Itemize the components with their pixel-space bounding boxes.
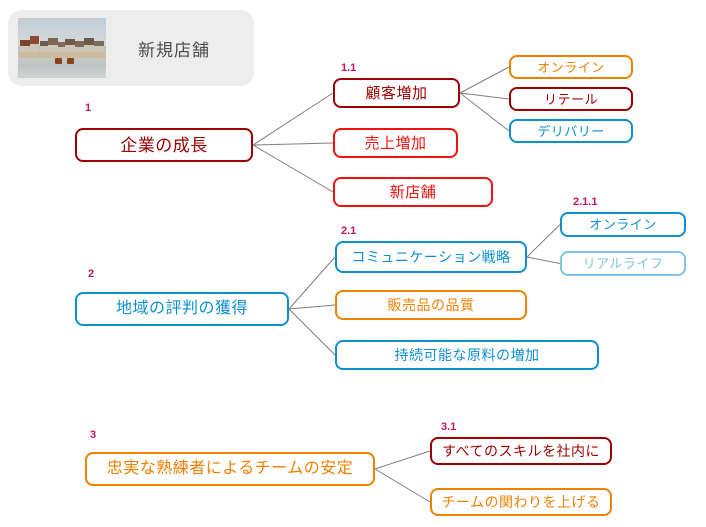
thumb-house: [75, 41, 84, 54]
edge-n1-to-n1-3: [252, 144, 334, 193]
header-thumbnail-image: [18, 18, 106, 78]
edge-n1-1-to-n1-1-2: [459, 92, 510, 100]
edge-n2-to-n2-2: [288, 304, 336, 310]
node-n2-1-2[interactable]: リアルライフ: [560, 251, 686, 276]
edge-n1-1-to-n1-1-1: [459, 66, 510, 94]
edge-n3-to-n3-2: [374, 468, 431, 503]
node-n1-1-1[interactable]: オンライン: [509, 55, 633, 79]
node-label: チームの関わりを上げる: [441, 494, 601, 510]
node-number-n1: 1: [85, 102, 92, 114]
thumb-house: [47, 38, 58, 54]
thumb-water: [18, 58, 106, 78]
edge-n2-1-to-n2-1-2: [526, 256, 561, 264]
node-n3-1[interactable]: すべてのスキルを社内に: [430, 437, 612, 465]
node-number-n3: 3: [90, 429, 97, 441]
edge-n2-1-to-n2-1-1: [526, 224, 561, 258]
thumb-house: [30, 36, 40, 54]
edge-n1-to-n1-1: [252, 92, 334, 146]
node-label: 顧客増加: [365, 84, 428, 102]
node-label: 新店舗: [389, 183, 437, 201]
node-number-n2-1: 2.1: [341, 225, 357, 237]
node-number-n1-1: 1.1: [341, 62, 357, 74]
thumb-roof: [47, 38, 58, 45]
node-label: オンライン: [537, 59, 605, 75]
node-n1-1[interactable]: 顧客増加: [333, 78, 460, 108]
node-n1-2[interactable]: 売上増加: [333, 128, 458, 158]
node-label: オンライン: [589, 217, 657, 232]
thumb-townhouses: [18, 34, 106, 54]
node-label: リアルライフ: [582, 256, 664, 271]
node-number-n3-1: 3.1: [441, 421, 457, 433]
node-n2-3[interactable]: 持続可能な原料の増加: [335, 340, 599, 370]
node-n2-1[interactable]: コミュニケーション戦略: [335, 241, 527, 273]
node-label: 売上増加: [364, 134, 427, 152]
thumb-roof: [75, 41, 84, 47]
thumb-house: [84, 37, 94, 54]
node-n1-1-3[interactable]: デリバリー: [509, 119, 633, 143]
header-title: 新規店舗: [138, 40, 210, 60]
node-number-n2: 2: [88, 268, 95, 280]
node-label: 企業の成長: [120, 135, 208, 155]
edge-n3-to-n3-1: [374, 450, 431, 470]
node-number-n2-1-1: 2.1.1: [573, 196, 598, 208]
edge-n1-to-n1-2: [252, 142, 334, 146]
thumb-roof: [30, 36, 40, 44]
node-label: 持続可能な原料の増加: [394, 347, 540, 363]
thumb-house: [93, 40, 105, 54]
thumb-house: [40, 40, 48, 54]
node-label: 忠実な熟練者によるチームの安定: [106, 460, 354, 477]
header-card[interactable]: 新規店舗: [8, 10, 254, 86]
node-label: リテール: [543, 91, 598, 107]
node-label: 地域の評判の獲得: [115, 300, 248, 317]
thumb-horse-right: [67, 57, 75, 64]
node-n1-1-2[interactable]: リテール: [509, 87, 633, 111]
edge-n1-1-to-n1-1-3: [459, 92, 510, 132]
thumb-house: [19, 39, 31, 54]
thumb-house: [57, 42, 65, 54]
thumb-roof: [84, 37, 94, 45]
node-n3[interactable]: 忠実な熟練者によるチームの安定: [85, 452, 375, 486]
thumb-beach: [18, 52, 106, 60]
node-label: コミュニケーション戦略: [351, 249, 511, 265]
node-n3-2[interactable]: チームの関わりを上げる: [430, 488, 612, 516]
edge-n2-to-n2-3: [288, 308, 336, 356]
thumb-roof: [40, 40, 48, 47]
node-n2-1-1[interactable]: オンライン: [560, 212, 686, 237]
node-n2[interactable]: 地域の評判の獲得: [75, 292, 289, 326]
node-label: すべてのスキルを社内に: [442, 443, 600, 459]
thumb-roof: [64, 39, 76, 46]
node-n1-3[interactable]: 新店舗: [333, 177, 493, 207]
edge-n2-to-n2-1: [288, 256, 336, 310]
node-label: デリバリー: [537, 123, 605, 139]
thumb-horse-left: [54, 57, 62, 64]
thumb-roof: [93, 40, 105, 47]
thumb-house: [64, 39, 76, 54]
node-label: 販売品の品質: [387, 297, 475, 313]
node-n2-2[interactable]: 販売品の品質: [335, 290, 527, 320]
thumb-roof: [19, 39, 31, 46]
node-n1[interactable]: 企業の成長: [75, 128, 253, 162]
thumb-roof: [57, 42, 65, 48]
